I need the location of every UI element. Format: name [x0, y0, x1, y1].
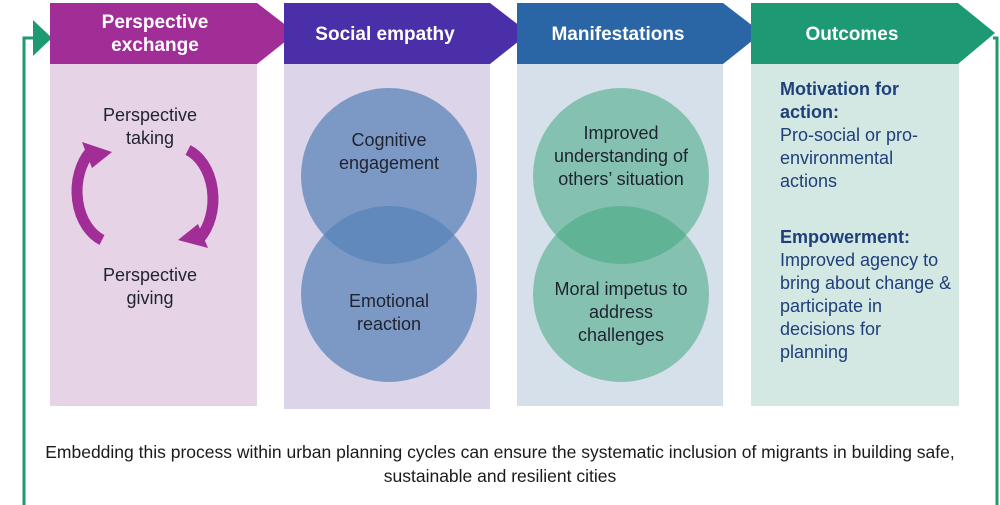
- emotional-reaction-label: Emotional reaction: [348, 291, 430, 334]
- moral-impetus-label: Moral impetus to address challenges: [554, 278, 688, 345]
- empowerment-text: Improved agency to bring about change & …: [780, 250, 952, 362]
- header-label-perspective-exchange: Perspective exchange: [101, 12, 209, 56]
- cognitive-engagement-label: Cognitive engagement: [338, 130, 440, 173]
- loop-entry-arrow-icon: [33, 20, 52, 56]
- header-outcomes: [751, 3, 995, 64]
- cycle-arrows-icon: [71, 142, 219, 248]
- motivation-heading: Motivation for action:: [780, 79, 899, 122]
- moral-impetus-circle: [533, 206, 709, 382]
- header-social-empathy: [284, 3, 529, 64]
- header-label-outcomes: Outcomes: [805, 23, 899, 45]
- footer-statement: Embedding this process within urban plan…: [45, 442, 955, 486]
- header-label-manifestations: Manifestations: [551, 23, 685, 45]
- empowerment-heading: Empowerment:: [780, 227, 911, 247]
- header-chevrons: [50, 3, 995, 64]
- header-perspective-exchange: [50, 3, 296, 64]
- perspective-giving-label: Perspective giving: [102, 265, 198, 308]
- header-manifestations: [517, 3, 762, 64]
- header-label-social-empathy: Social empathy: [315, 23, 455, 45]
- motivation-text: Pro-social or pro-environmental actions: [780, 125, 919, 191]
- panel-perspective-exchange: [50, 60, 257, 406]
- panel-outcomes: [751, 60, 959, 406]
- emotional-reaction-circle: [301, 206, 477, 382]
- perspective-taking-label: Perspective taking: [102, 105, 198, 148]
- understanding-label: Improved understanding of others’ situat…: [553, 122, 689, 189]
